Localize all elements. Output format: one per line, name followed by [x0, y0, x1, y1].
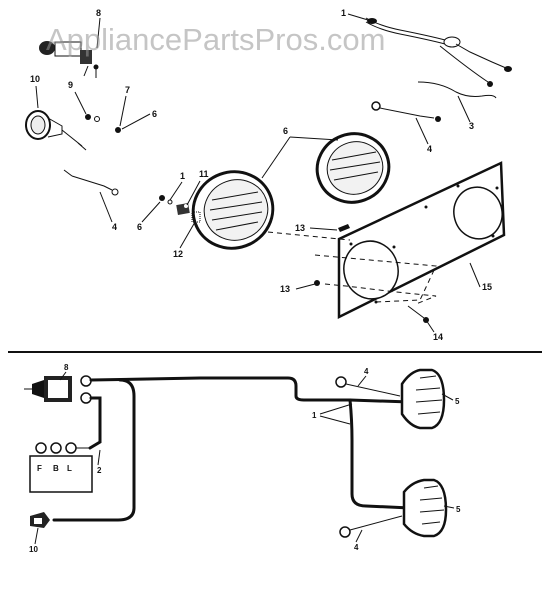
- gauge-part: [25, 110, 87, 151]
- leader-line: [261, 136, 291, 179]
- assembly-guide-line: [267, 231, 351, 241]
- leader-line: [99, 191, 113, 223]
- leader-line: [355, 529, 363, 543]
- nut-part: [314, 280, 320, 286]
- schematic-callout-5-upper: 5: [455, 397, 460, 406]
- leader-line: [425, 319, 435, 333]
- leader-line: [295, 283, 316, 290]
- leader-line: [119, 95, 127, 127]
- schematic-switch: [24, 375, 92, 404]
- leader-line: [35, 85, 39, 109]
- harness-wire: [348, 398, 412, 510]
- callout-6-lamps: 6: [283, 126, 288, 136]
- leader-line: [141, 201, 161, 223]
- leader-line: [415, 117, 429, 145]
- mounting-plate-part: [337, 161, 506, 320]
- lamp-part: [191, 170, 275, 250]
- schematic-lamp-upper: [400, 368, 446, 430]
- leader-line: [319, 403, 353, 415]
- leader-line: [469, 262, 481, 288]
- terminal-l-label: L: [67, 464, 72, 473]
- leader-line: [186, 180, 201, 206]
- callout-6-left: 6: [152, 109, 157, 119]
- terminal-block: F B L: [29, 442, 93, 493]
- leader-line: [457, 95, 471, 123]
- washer-part: [94, 116, 100, 122]
- switch-part: [39, 41, 99, 78]
- assembly-guide-line: [324, 283, 437, 305]
- schematic-wire-sensor: [52, 378, 136, 522]
- terminal-f-label: F: [37, 464, 42, 473]
- leader-line: [441, 393, 454, 401]
- leader-line: [59, 371, 67, 381]
- wiring-harness-part: [365, 17, 512, 87]
- leader-line: [179, 221, 196, 249]
- clip-strap-part: [417, 81, 497, 99]
- callout-14: 14: [433, 332, 443, 342]
- leader-line: [74, 91, 87, 115]
- leader-line: [309, 227, 338, 231]
- leader-line: [121, 113, 151, 130]
- callout-12: 12: [173, 249, 183, 259]
- leader-line: [97, 449, 101, 466]
- schematic-callout-5-lower: 5: [456, 505, 461, 514]
- schematic-sensor: [30, 512, 50, 528]
- leader-line: [169, 181, 183, 201]
- callout-15: 15: [482, 282, 492, 292]
- schematic-callout-4-lower: 4: [354, 543, 359, 552]
- harness-wire: [89, 376, 412, 404]
- schematic-callout-1: 1: [312, 411, 317, 420]
- schematic-callout-4-upper: 4: [364, 367, 369, 376]
- leader-line: [96, 17, 101, 49]
- schematic-callout-8: 8: [64, 363, 69, 372]
- callout-9: 9: [68, 80, 73, 90]
- ground-lead-lower: [339, 515, 403, 538]
- callout-3: 3: [469, 121, 474, 131]
- schematic-wire-2: [88, 396, 102, 450]
- ring-lead-part: [371, 101, 441, 122]
- callout-1-top: 1: [341, 8, 346, 18]
- schematic-lamp-lower: [402, 478, 448, 538]
- callout-4-mid: 4: [427, 144, 432, 154]
- watermark: AppliancePartsPros.com: [46, 22, 385, 57]
- leader-line: [289, 136, 339, 141]
- assembly-guide-line: [314, 254, 437, 303]
- leader-line: [357, 375, 367, 387]
- callout-10-top: 10: [30, 74, 40, 84]
- leader-line: [347, 13, 369, 21]
- callout-6-mid: 6: [137, 222, 142, 232]
- spring-clip-part: [191, 211, 201, 223]
- bracket-part: [176, 203, 190, 215]
- callout-11: 11: [199, 169, 209, 179]
- nut-part: [85, 114, 91, 120]
- leader-line: [319, 415, 351, 425]
- callout-1-mid: 1: [180, 171, 185, 181]
- washer-part: [167, 199, 173, 205]
- screw-part: [338, 224, 350, 232]
- leader-line: [34, 527, 39, 545]
- lamp-part: [315, 132, 391, 204]
- callout-13-lower: 13: [280, 284, 290, 294]
- terminal-b-label: B: [53, 464, 59, 473]
- ground-lead-upper: [335, 376, 401, 397]
- schematic-callout-10: 10: [29, 545, 38, 554]
- callout-13-upper: 13: [295, 223, 305, 233]
- schematic-callout-2: 2: [97, 466, 102, 475]
- callout-8-top: 8: [96, 8, 101, 18]
- leader-line: [443, 505, 455, 509]
- screw-part: [159, 195, 165, 201]
- callout-4-left: 4: [112, 222, 117, 232]
- wire-lead-part: [63, 169, 119, 196]
- callout-7: 7: [125, 85, 130, 95]
- nut-part: [115, 127, 121, 133]
